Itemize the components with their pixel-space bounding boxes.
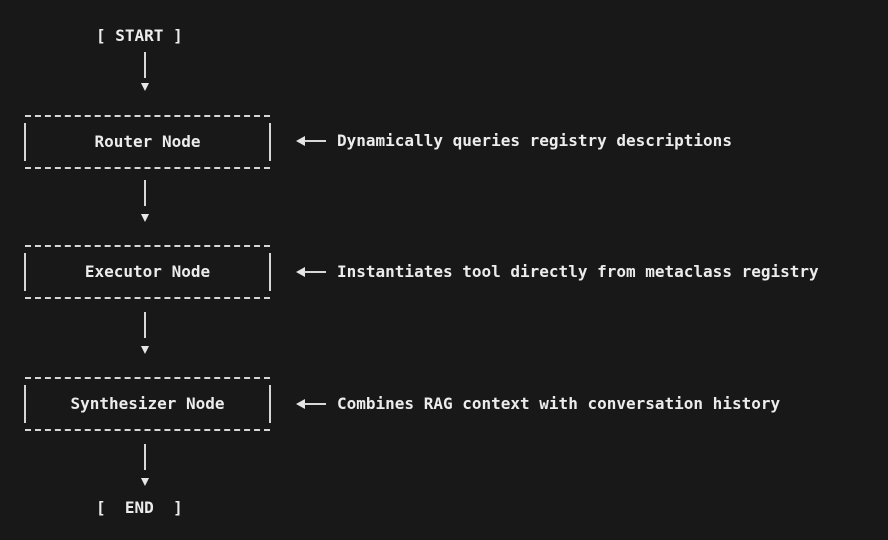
node-border-right [269, 123, 271, 161]
left-arrow-icon [296, 399, 326, 409]
start-terminal: [ START ] [96, 26, 183, 45]
node-border-left [24, 253, 26, 291]
executor-node-annotation: Instantiates tool directly from metaclas… [337, 262, 819, 281]
node-border-left [24, 123, 26, 161]
connector-line [144, 52, 146, 78]
router-node-annotation: Dynamically queries registry description… [337, 131, 732, 150]
left-arrow-icon [296, 267, 326, 277]
arrow-down-icon [141, 214, 149, 222]
connector-line [144, 180, 146, 206]
left-arrow-icon [296, 136, 326, 146]
router-node-label: Router Node [94, 132, 201, 151]
node-border-right [269, 385, 271, 423]
node-border-left [24, 385, 26, 423]
synthesizer-node-annotation: Combines RAG context with conversation h… [337, 394, 781, 413]
arrow-down-icon [141, 83, 149, 91]
router-node: Router Node [24, 115, 271, 169]
executor-node: Executor Node [24, 245, 271, 299]
synthesizer-node-label: Synthesizer Node [70, 394, 225, 413]
node-border-right [269, 253, 271, 291]
synthesizer-node: Synthesizer Node [24, 377, 271, 431]
end-terminal: [ END ] [96, 498, 183, 517]
executor-node-label: Executor Node [84, 262, 211, 281]
arrow-down-icon [141, 346, 149, 354]
connector-line [144, 444, 146, 470]
arrow-down-icon [141, 478, 149, 486]
connector-line [144, 312, 146, 338]
